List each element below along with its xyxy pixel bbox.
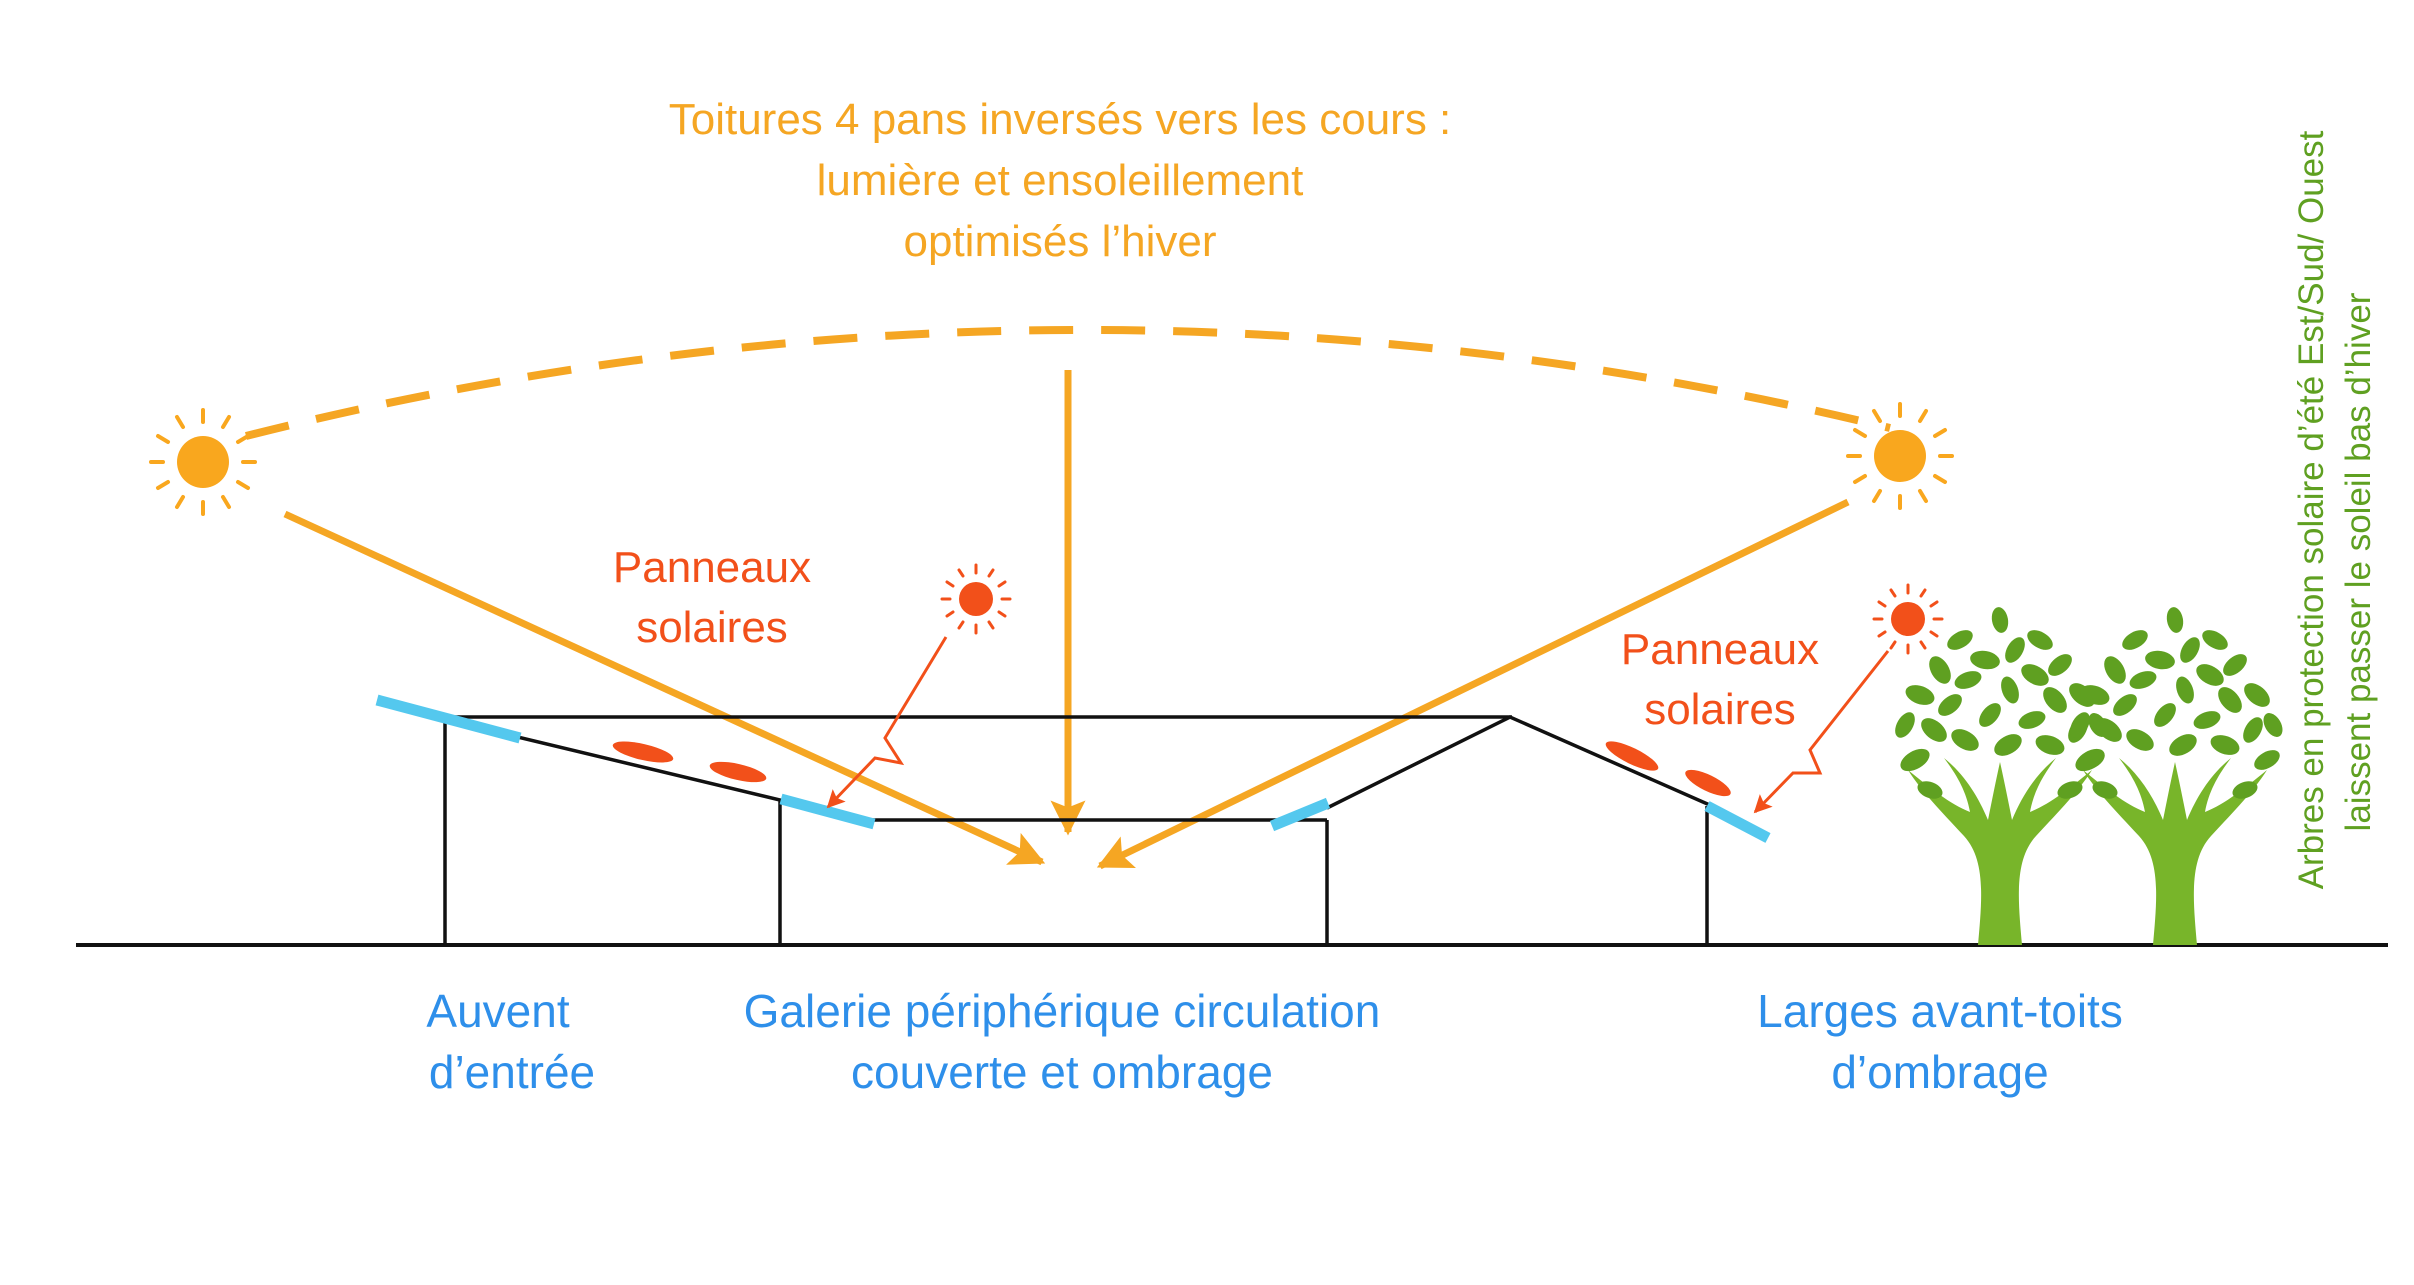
label-auvent-line-1: Auvent	[426, 985, 569, 1037]
energy-arrow-right	[1753, 650, 1890, 814]
solar-panel-1	[612, 741, 674, 763]
overhang-gallery-left	[779, 793, 876, 830]
solar-panels-label-left-line-2: solaires	[636, 603, 788, 652]
ray-right-arrow	[1096, 498, 1850, 870]
solar-panels-label-right: Panneaux solaires	[1621, 625, 1819, 734]
solar-panels-label-left-line-1: Panneaux	[613, 543, 811, 592]
solar-panel-2	[709, 761, 767, 783]
trees-note-line-2: laissent passer le soleil bas d’hiver	[2339, 292, 2378, 831]
building-structure	[76, 715, 2388, 947]
title-block: Toitures 4 pans inversés vers les cours …	[669, 95, 1452, 266]
solar-panels-label-left: Panneaux solaires	[613, 543, 811, 652]
sun-path-arc	[245, 325, 1891, 440]
title-line-3: optimisés l’hiver	[904, 217, 1217, 266]
label-galerie-line-1: Galerie périphérique circulation	[744, 985, 1381, 1037]
overhang-entry	[375, 694, 522, 744]
overhang-gallery-right	[1269, 797, 1331, 832]
solar-panels	[612, 741, 1731, 797]
label-avant-toits: Larges avant-toits d’ombrage	[1757, 985, 2123, 1098]
solar-panels-label-right-line-1: Panneaux	[1621, 625, 1819, 674]
overhang-right	[1704, 801, 1771, 843]
small-sun-left-icon	[940, 563, 1012, 635]
label-auvent-line-2: d’entrée	[429, 1046, 595, 1098]
solar-panel-3	[1605, 741, 1659, 771]
left-roof-slope	[454, 720, 782, 945]
label-avant-toits-line-1: Larges avant-toits	[1757, 985, 2123, 1037]
small-sun-right-icon	[1872, 583, 1944, 655]
title-line-2: lumière et ensoleillement	[817, 156, 1304, 205]
ray-left-arrow	[283, 510, 1046, 866]
label-galerie: Galerie périphérique circulation couvert…	[744, 985, 1381, 1098]
tree-right-icon	[2070, 607, 2283, 945]
label-galerie-line-2: couverte et ombrage	[851, 1046, 1273, 1098]
right-roof	[1326, 715, 1713, 810]
trees-note: Arbres en protection solaire d’été Est/S…	[2292, 130, 2378, 889]
energy-arrow-left	[826, 636, 948, 809]
sun-left-icon	[149, 408, 257, 516]
label-avant-toits-line-2: d’ombrage	[1831, 1046, 2048, 1098]
label-auvent: Auvent d’entrée	[426, 985, 595, 1098]
trees-note-line-1: Arbres en protection solaire d’été Est/S…	[2292, 130, 2331, 889]
glass-overhangs	[375, 694, 1771, 843]
title-line-1: Toitures 4 pans inversés vers les cours …	[669, 95, 1452, 144]
tree-left-icon	[1895, 607, 2108, 945]
sun-right-icon	[1846, 402, 1954, 510]
solar-panels-label-right-line-2: solaires	[1644, 685, 1796, 734]
solar-panel-4	[1685, 769, 1731, 797]
